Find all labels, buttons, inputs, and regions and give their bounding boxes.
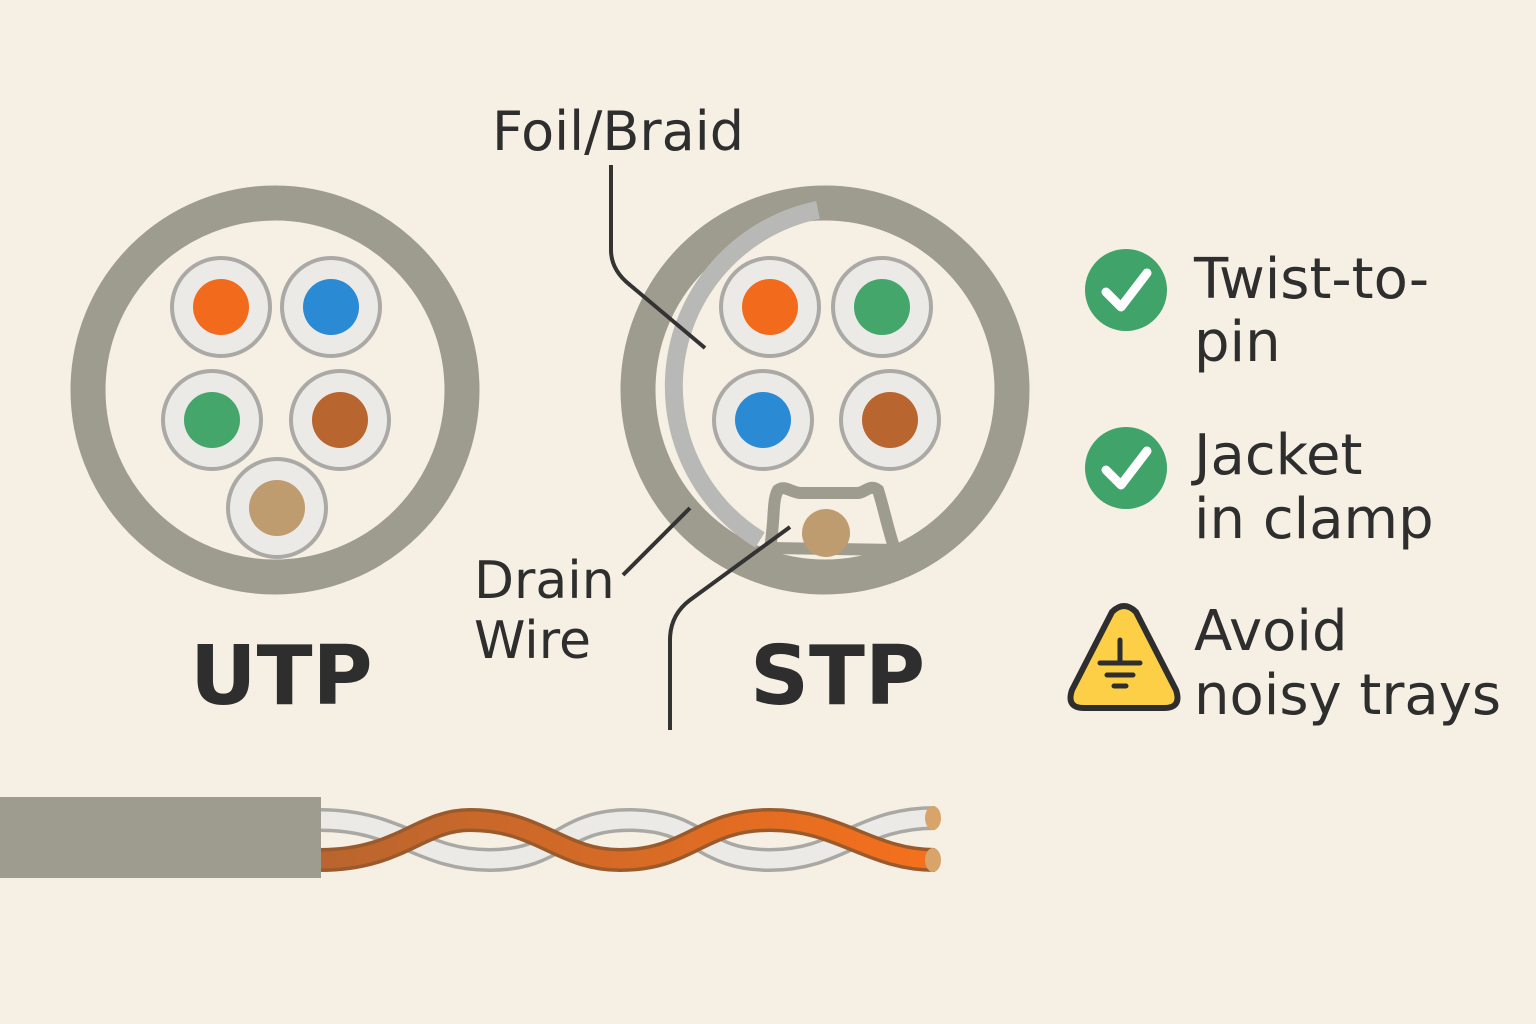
stp-label: STP xyxy=(750,629,925,724)
conductor-brown xyxy=(289,369,391,471)
twisted-pair-cable xyxy=(0,797,941,878)
conductor-orange xyxy=(170,256,272,358)
conductor-blue xyxy=(280,256,382,358)
checklist-text: pin xyxy=(1194,310,1281,375)
conductor-blue xyxy=(712,369,814,471)
checklist-text: Twist-to- xyxy=(1193,247,1429,312)
checklist-text: in clamp xyxy=(1194,487,1434,552)
ground-warning-icon xyxy=(1067,603,1181,711)
checklist-item-avoid-noisy-trays: Avoid noisy trays xyxy=(1067,599,1501,728)
foil-braid-label: Foil/Braid xyxy=(492,100,744,163)
conductor-green xyxy=(831,256,933,358)
utp-label: UTP xyxy=(190,629,373,724)
drain-label-line2: Wire xyxy=(474,611,591,671)
drain-wire xyxy=(802,509,850,557)
cable-jacket xyxy=(0,797,321,878)
drain-label-line1: Drain xyxy=(474,551,615,611)
checklist-text: Jacket xyxy=(1191,423,1362,488)
drain-leader-line xyxy=(621,506,692,577)
conductor-tan xyxy=(226,457,328,559)
conductor-brown xyxy=(839,369,941,471)
check-icon xyxy=(1085,249,1167,331)
checklist-item-twist-to-pin: Twist-to- pin xyxy=(1085,247,1429,375)
stp-cross-section xyxy=(620,185,1030,595)
drain-wire-leader-line xyxy=(668,525,792,730)
checklist-text: Avoid xyxy=(1194,599,1348,664)
utp-cross-section xyxy=(70,185,480,595)
checklist-item-jacket-in-clamp: Jacket in clamp xyxy=(1085,423,1434,552)
conductor-green xyxy=(161,369,263,471)
check-icon xyxy=(1085,427,1167,509)
conductor-orange xyxy=(719,256,821,358)
foil-shield xyxy=(664,201,820,548)
checklist-text: noisy trays xyxy=(1194,663,1501,728)
foil-leader-line xyxy=(609,165,707,350)
